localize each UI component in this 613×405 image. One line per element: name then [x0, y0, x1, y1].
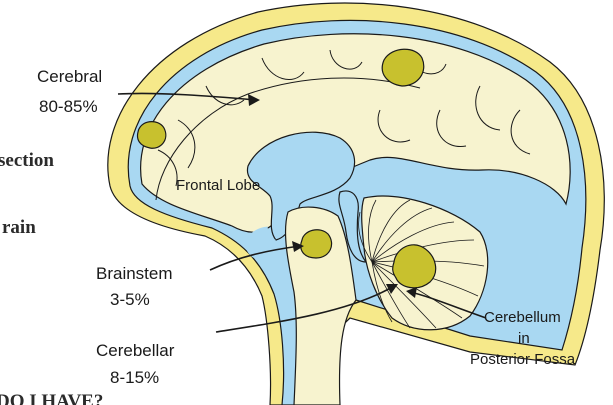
label-cerebellum-line2: in — [518, 330, 530, 347]
background-text-section: section — [0, 150, 54, 171]
label-cerebellar-percent: 8-15% — [110, 368, 159, 387]
label-cerebral-percent: 80-85% — [39, 97, 98, 116]
lesion-parietal — [382, 49, 424, 86]
lesion-frontal — [138, 122, 166, 149]
label-frontal-lobe: Frontal Lobe — [176, 177, 260, 194]
label-cerebellum-line1: Cerebellum — [484, 309, 561, 326]
background-text-question: DO I HAVE? — [0, 391, 103, 405]
label-cerebellar-name: Cerebellar — [96, 341, 175, 360]
label-brainstem-name: Brainstem — [96, 264, 173, 283]
label-cerebellum-line3: Posterior Fossa — [470, 351, 576, 368]
label-brainstem-percent: 3-5% — [110, 290, 150, 309]
lesion-brainstem — [301, 230, 332, 258]
label-cerebral-name: Cerebral — [37, 67, 102, 86]
background-text-rain: rain — [2, 217, 36, 238]
